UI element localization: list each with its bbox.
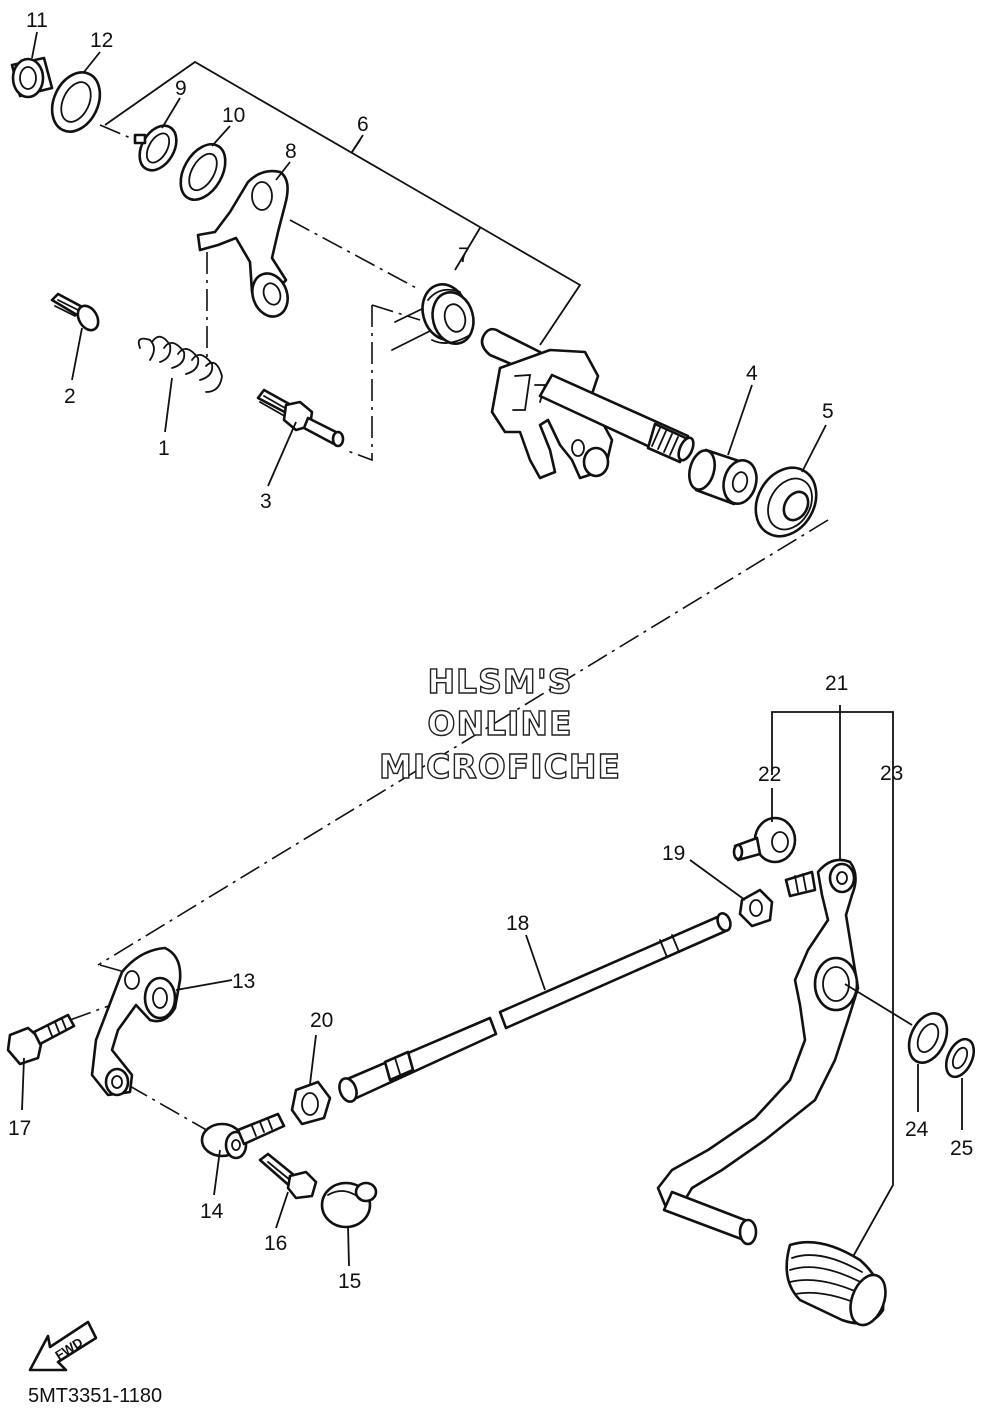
callout-23: 23	[880, 762, 903, 785]
part-2-pin	[50, 292, 100, 332]
part-4-collar	[688, 448, 758, 506]
watermark-line-1: HLSM'S	[427, 662, 572, 701]
callout-15: 15	[338, 1270, 361, 1293]
callout-10: 10	[222, 104, 245, 127]
part-23-pedal-rubber	[785, 1240, 887, 1327]
part-17-bolt	[6, 1013, 76, 1066]
part-13-shift-arm	[90, 946, 182, 1097]
callout-4: 4	[746, 362, 758, 385]
fwd-arrow-icon: FWD	[28, 1320, 98, 1372]
leader-lines	[21, 31, 963, 1267]
part-19-nut	[738, 888, 774, 928]
part-18-shift-rod	[338, 911, 732, 1103]
callout-24: 24	[905, 1118, 929, 1141]
part-8-shift-arm	[196, 169, 289, 318]
drawing-code: 5MT3351-1180	[28, 1385, 162, 1407]
callout-6: 6	[357, 113, 369, 136]
part-7-torsion-spring	[391, 283, 475, 351]
callout-25: 25	[950, 1137, 973, 1160]
part-5-oil-seal	[754, 466, 818, 538]
part-22-joint	[732, 816, 797, 864]
callout-2: 2	[64, 385, 76, 408]
callout-7: 7	[458, 244, 470, 267]
bracket-7	[454, 227, 481, 271]
callout-16: 16	[264, 1232, 287, 1255]
callout-8: 8	[285, 140, 297, 163]
callout-12: 12	[90, 29, 113, 52]
center-lines	[69, 124, 829, 1133]
watermark-line-2: ONLINE	[427, 704, 572, 743]
callout-11: 11	[26, 9, 48, 32]
part-25-circlip	[944, 1037, 976, 1079]
callout-1: 1	[158, 437, 170, 460]
callout-14: 14	[200, 1200, 224, 1223]
callout-21: 21	[825, 672, 848, 695]
callout-22: 22	[758, 763, 781, 786]
callout-19: 19	[662, 842, 685, 865]
part-24-washer	[907, 1012, 949, 1064]
part-11-collar	[10, 56, 54, 99]
part-6-shift-shaft	[480, 327, 695, 480]
part-10-washer	[179, 143, 227, 201]
callout-13: 13	[232, 970, 255, 993]
callout-17: 17	[8, 1117, 31, 1140]
part-12-washer	[50, 71, 102, 133]
part-20-nut	[290, 1080, 332, 1126]
watermark: HLSM'S ONLINE MICROFICHE	[378, 661, 621, 786]
part-14-joint	[200, 1112, 286, 1160]
watermark-line-3: MICROFICHE	[379, 747, 621, 786]
callout-numbers: 11 12 9 10 8 6 7 2 1 3 4 5 21 22 23 19 1…	[8, 9, 973, 1293]
part-1-spring	[137, 335, 223, 393]
callout-9: 9	[175, 77, 187, 100]
part-9-circlip	[133, 124, 178, 172]
callout-3: 3	[260, 490, 272, 513]
part-21-shift-pedal	[656, 858, 860, 1246]
part-3-stud-bolt	[256, 388, 345, 448]
bracket-21	[771, 705, 894, 1263]
part-15-cap	[320, 1181, 378, 1229]
part-16-bolt	[258, 1152, 318, 1200]
callout-5: 5	[822, 400, 834, 423]
callout-20: 20	[310, 1009, 333, 1032]
callout-18: 18	[506, 912, 529, 935]
